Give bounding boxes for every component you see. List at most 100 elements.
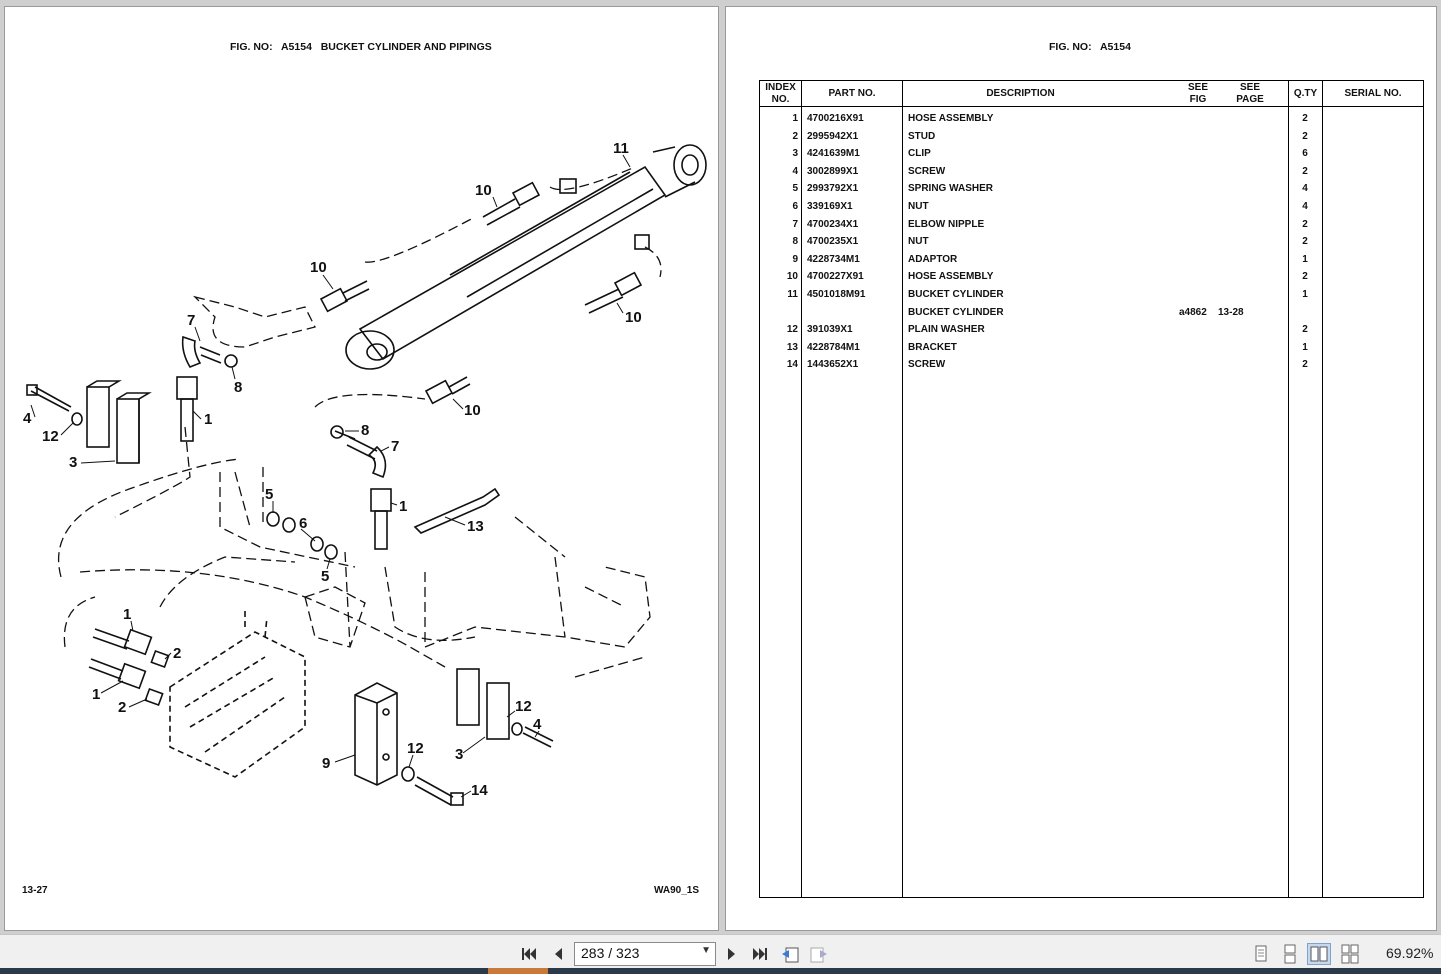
callout-12c: 12 — [407, 740, 424, 757]
part-no-cell: 4228734M1 — [807, 253, 860, 265]
header-see-fig: SEE FIG — [1187, 81, 1208, 105]
fig-label: FIG. NO: — [230, 41, 273, 53]
continuous-icon[interactable] — [1278, 943, 1302, 965]
qty-cell: 1 — [1302, 341, 1308, 353]
fig-title: BUCKET CYLINDER AND PIPINGS — [320, 41, 492, 53]
qty-cell: 4 — [1302, 201, 1308, 212]
callout-2b: 2 — [118, 699, 126, 716]
qty-cell: 2 — [1302, 271, 1308, 283]
description-cell: BRACKET — [908, 341, 957, 353]
document-viewport[interactable]: FIG. NO: A5154 BUCKET CYLINDER AND PIPIN… — [0, 0, 1441, 934]
callout-10d: 10 — [464, 402, 481, 419]
description-cell: BUCKET CYLINDER — [908, 289, 1004, 300]
description-cell: BUCKET CYLINDER — [908, 306, 1004, 318]
last-page-icon[interactable] — [749, 943, 771, 965]
index-cell: 9 — [792, 253, 798, 265]
go-back-icon[interactable] — [779, 943, 801, 965]
qty-cell: 2 — [1302, 324, 1308, 336]
parts-table: INDEX NO. PART NO. DESCRIPTION SEE FIG S… — [759, 80, 1424, 898]
part-no-cell: 4700216X91 — [807, 113, 864, 124]
part-no-cell: 2993792X1 — [807, 183, 859, 195]
left-fig-header: FIG. NO: A5154 BUCKET CYLINDER AND PIPIN… — [230, 41, 492, 53]
part-no-cell: 4501018M91 — [807, 289, 866, 300]
adaptor-drawing — [354, 682, 398, 786]
part-no-cell: 2995942X1 — [807, 130, 859, 142]
washers-nuts-drawing — [266, 511, 338, 560]
header-part-no: PART NO. — [828, 87, 876, 99]
two-page-continuous-icon[interactable] — [1338, 943, 1362, 965]
description-cell: STUD — [908, 130, 936, 142]
description-cell: NUT — [908, 236, 929, 248]
callout-10c: 10 — [625, 309, 642, 326]
elbow-fittings-drawing — [176, 335, 392, 550]
callout-10b: 10 — [310, 259, 327, 276]
table-row: 4 3002899X1 SCREW 2 — [760, 163, 1423, 181]
callout-13: 13 — [467, 518, 484, 535]
index-cell: 8 — [792, 236, 798, 248]
part-no-cell: 3002899X1 — [807, 165, 859, 177]
callout-1b: 1 — [399, 498, 407, 515]
callout-1d: 1 — [92, 686, 100, 703]
part-no-cell: 4700234X1 — [807, 218, 859, 230]
go-forward-icon[interactable] — [808, 943, 830, 965]
page-reference: 13-27 — [22, 885, 48, 896]
zoom-level[interactable]: 69.92% — [1386, 945, 1434, 961]
callout-4a: 4 — [23, 410, 32, 427]
next-page-icon[interactable] — [721, 943, 743, 965]
part-no-cell: 4241639M1 — [807, 148, 860, 160]
callout-8a: 8 — [234, 379, 242, 396]
right-fig-header: FIG. NO: A5154 — [1049, 41, 1131, 53]
header-serial-no: SERIAL NO. — [1344, 87, 1402, 99]
qty-cell: 2 — [1302, 218, 1308, 230]
part-no-cell: 391039X1 — [807, 324, 853, 336]
index-cell: 4 — [792, 165, 798, 177]
callout-6: 6 — [299, 515, 307, 532]
description-cell: SPRING WASHER — [908, 183, 994, 195]
callout-12a: 12 — [42, 428, 59, 445]
fig-label: FIG. NO: — [1049, 41, 1092, 53]
part-no-cell: 1443652X1 — [807, 359, 859, 371]
callout-3a: 3 — [69, 454, 77, 471]
table-row: 12 391039X1 PLAIN WASHER 2 — [760, 321, 1423, 339]
callout-5a: 5 — [265, 486, 273, 503]
description-cell: SCREW — [908, 165, 946, 177]
index-cell: 12 — [786, 324, 798, 336]
callout-12b: 12 — [515, 698, 532, 715]
chevron-down-icon[interactable]: ▼ — [701, 945, 711, 956]
bucket-cylinder-drawing — [345, 144, 707, 370]
single-page-icon[interactable] — [1249, 943, 1273, 965]
callout-7b: 7 — [391, 438, 399, 455]
callout-7a: 7 — [187, 312, 195, 329]
page-number-input[interactable]: 283 / 323 ▼ — [574, 942, 716, 966]
description-cell: CLIP — [908, 148, 931, 160]
description-cell: ELBOW NIPPLE — [908, 218, 985, 230]
description-cell: PLAIN WASHER — [908, 324, 985, 336]
callout-10a: 10 — [475, 182, 492, 199]
qty-cell: 2 — [1302, 165, 1308, 177]
index-cell: 13 — [786, 341, 798, 353]
callout-8b: 8 — [361, 422, 369, 439]
qty-cell: 2 — [1302, 359, 1308, 371]
fig-number: A5154 — [1099, 41, 1131, 53]
prev-page-icon[interactable] — [547, 943, 569, 965]
description-cell: NUT — [908, 201, 929, 212]
header-index: INDEX NO. — [765, 81, 796, 105]
table-row: 7 4700234X1 ELBOW NIPPLE 2 — [760, 216, 1423, 234]
header-qty: Q.TY — [1293, 87, 1318, 99]
callout-1c: 1 — [123, 606, 131, 623]
callout-14: 14 — [471, 782, 488, 799]
taskbar-strip — [0, 968, 1441, 974]
two-page-icon[interactable] — [1307, 943, 1331, 965]
index-cell: 14 — [786, 359, 798, 371]
description-cell: HOSE ASSEMBLY — [908, 271, 994, 283]
index-cell: 7 — [792, 218, 798, 230]
first-page-icon[interactable] — [518, 943, 540, 965]
